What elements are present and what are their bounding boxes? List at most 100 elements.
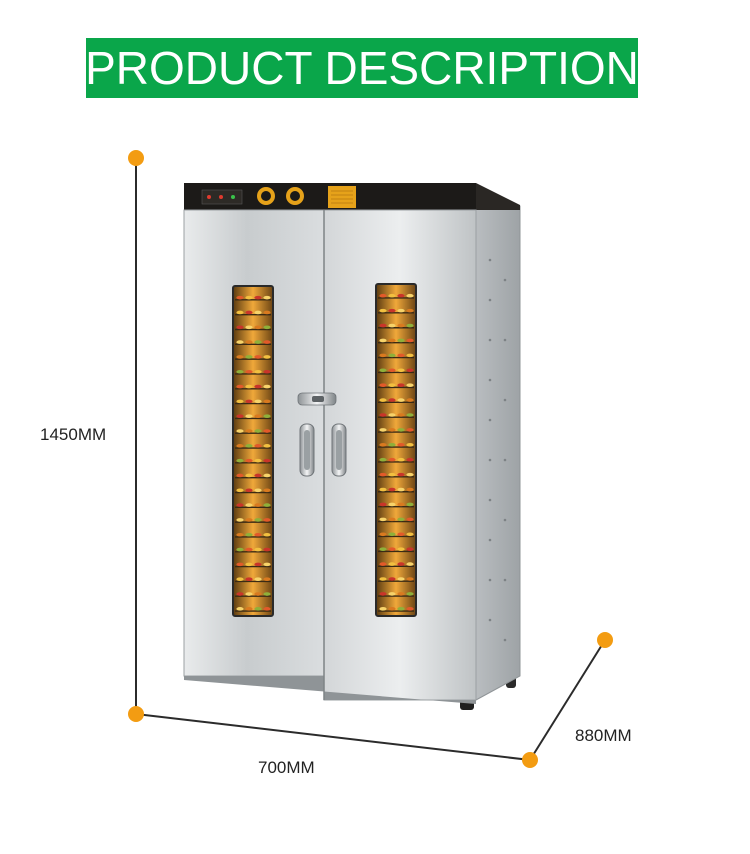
dried-fruit-slice	[245, 503, 253, 507]
dried-fruit-slice	[379, 592, 387, 596]
dried-fruit-slice	[388, 562, 396, 566]
height-dimension-label: 1450MM	[40, 425, 107, 444]
dried-fruit-slice	[397, 413, 405, 417]
dried-fruit-slice	[388, 398, 396, 402]
dimension-marker-bottom-right	[522, 752, 538, 768]
dried-fruit-slice	[254, 607, 262, 611]
dried-fruit-slice	[245, 532, 253, 537]
dried-fruit-slice	[263, 458, 271, 463]
dried-fruit-slice	[236, 429, 244, 433]
dried-fruit-slice	[406, 428, 414, 432]
dried-fruit-slice	[397, 457, 405, 462]
dried-fruit-slice	[254, 429, 262, 433]
dried-fruit-slice	[397, 532, 405, 537]
dried-fruit-slice	[406, 487, 414, 492]
dried-fruit-slice	[397, 368, 405, 373]
dried-fruit-slice	[236, 310, 244, 315]
dried-fruit-slice	[254, 399, 262, 404]
dried-fruit-slice	[406, 562, 414, 566]
dried-fruit-slice	[388, 457, 396, 462]
dried-fruit-slice	[245, 444, 253, 448]
dried-fruit-slice	[263, 577, 271, 581]
dried-fruit-slice	[245, 295, 253, 300]
dried-fruit-slice	[406, 293, 414, 298]
dried-fruit-slice	[254, 518, 262, 522]
spec-label-plate	[328, 186, 356, 208]
dried-fruit-slice	[245, 458, 253, 463]
dried-fruit-slice	[236, 295, 244, 300]
dried-fruit-slice	[254, 355, 262, 359]
dried-fruit-slice	[379, 472, 387, 477]
dried-fruit-slice	[245, 518, 253, 522]
dried-fruit-slice	[263, 384, 271, 389]
dried-fruit-slice	[397, 517, 405, 522]
dried-fruit-slice	[254, 592, 262, 596]
dried-fruit-slice	[406, 547, 414, 551]
door-latch-icon	[297, 392, 337, 406]
dried-fruit-slice	[236, 384, 244, 389]
dried-fruit-slice	[254, 503, 262, 507]
dried-fruit-slice	[406, 577, 414, 581]
dried-fruit-slice	[379, 532, 387, 537]
dried-fruit-slice	[254, 310, 262, 315]
dried-fruit-slice	[388, 293, 396, 298]
dried-fruit-slice	[379, 293, 387, 298]
dried-fruit-slice	[263, 532, 271, 537]
dried-fruit-slice	[379, 517, 387, 522]
dried-fruit-slice	[245, 592, 253, 596]
dried-fruit-slice	[397, 577, 405, 581]
dried-fruit-slice	[388, 517, 396, 522]
dimension-marker-bottom-left	[128, 706, 144, 722]
dried-fruit-slice	[254, 562, 262, 567]
dried-fruit-slice	[236, 473, 244, 478]
dried-fruit-slice	[388, 308, 396, 313]
dried-fruit-slice	[236, 532, 244, 537]
width-dimension-line	[135, 713, 531, 761]
dried-fruit-slice	[263, 414, 271, 419]
dried-fruit-slice	[406, 308, 414, 313]
dried-fruit-slice	[397, 383, 405, 387]
dried-fruit-slice	[397, 562, 405, 566]
dried-fruit-slice	[254, 547, 262, 552]
dried-fruit-slice	[254, 369, 262, 374]
dried-fruit-slice	[254, 295, 262, 300]
dried-fruit-slice	[236, 562, 244, 567]
dried-fruit-slice	[379, 323, 387, 328]
dried-fruit-slice	[254, 340, 262, 344]
dried-fruit-slice	[245, 325, 253, 330]
dried-fruit-slice	[236, 547, 244, 552]
dried-fruit-slice	[263, 562, 271, 567]
dried-fruit-slice	[245, 577, 253, 581]
depth-dimension-line	[529, 639, 606, 761]
dried-fruit-slice	[397, 353, 405, 358]
dried-fruit-slice	[236, 518, 244, 522]
dried-fruit-slice	[254, 532, 262, 537]
dried-fruit-slice	[263, 518, 271, 522]
dried-fruit-slice	[379, 547, 387, 551]
dried-fruit-slice	[388, 428, 396, 432]
dried-fruit-slice	[263, 340, 271, 344]
dried-fruit-slice	[397, 502, 405, 507]
dried-fruit-slice	[236, 444, 244, 448]
dried-fruit-slice	[245, 414, 253, 419]
dried-fruit-slice	[406, 532, 414, 537]
cabinet-side-panel	[475, 183, 521, 701]
dried-fruit-slice	[254, 444, 262, 448]
dried-fruit-slice	[388, 532, 396, 537]
dried-fruit-slice	[263, 444, 271, 448]
dried-fruit-slice	[263, 429, 271, 433]
dried-fruit-slice	[397, 592, 405, 596]
dried-fruit-slice	[379, 413, 387, 417]
dimension-marker-top	[128, 150, 144, 166]
dried-fruit-slice	[406, 338, 414, 343]
dried-fruit-slice	[388, 353, 396, 358]
dried-fruit-slice	[254, 414, 262, 419]
dried-fruit-slice	[263, 592, 271, 596]
dried-fruit-slice	[397, 323, 405, 328]
dried-fruit-slice	[263, 488, 271, 493]
dried-fruit-slice	[236, 325, 244, 330]
dried-fruit-slice	[245, 369, 253, 374]
dried-fruit-slice	[397, 607, 405, 611]
dried-fruit-slice	[263, 607, 271, 611]
dried-fruit-slice	[388, 443, 396, 447]
